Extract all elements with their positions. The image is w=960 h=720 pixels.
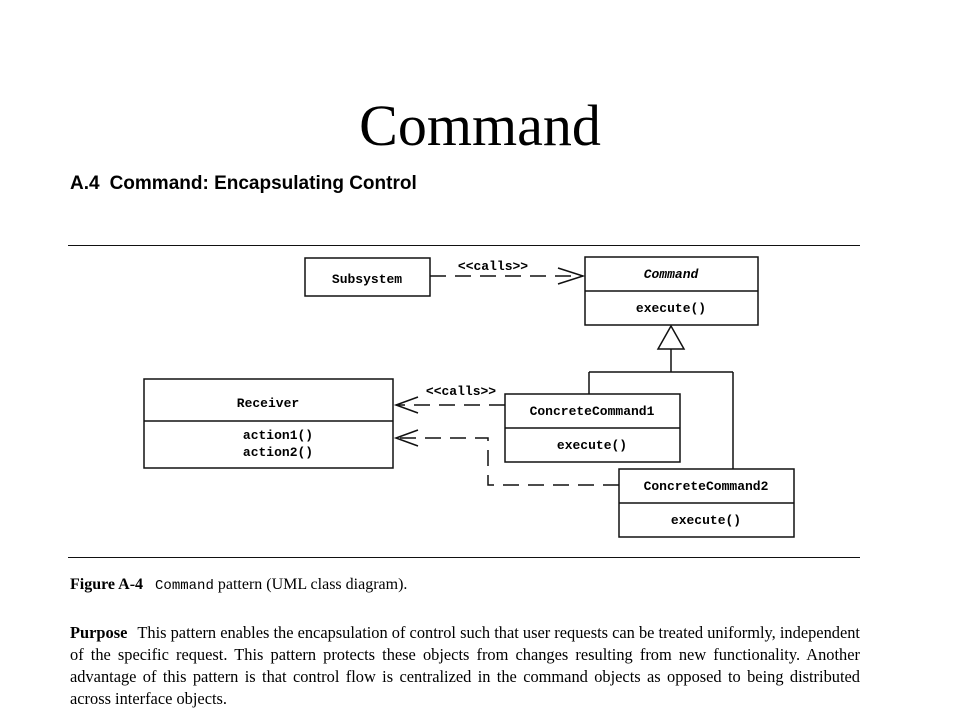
- section-title: Command: Encapsulating Control: [109, 173, 417, 194]
- figure-label: Figure A-4: [70, 576, 144, 593]
- receiver-name: Receiver: [237, 396, 299, 411]
- top-rule: [68, 245, 860, 246]
- figure-text: pattern (UML class diagram).: [213, 576, 408, 593]
- purpose-text: This pattern enables the encapsulation o…: [70, 623, 860, 708]
- calls-label-receiver: <<calls>>: [426, 384, 496, 399]
- calls-label-top: <<calls>>: [458, 259, 528, 274]
- section-heading: A.4 Command: Encapsulating Control: [70, 172, 417, 196]
- concrete2-calls-receiver-arrow: [393, 429, 619, 486]
- bottom-rule: [68, 557, 860, 558]
- subsystem-name: Subsystem: [332, 272, 402, 287]
- slide-title: Command: [359, 93, 601, 158]
- concrete-command2-method: execute(): [671, 513, 741, 528]
- receiver-method-2: action2(): [243, 445, 313, 460]
- subsystem-box: [304, 257, 431, 297]
- generalization-arrow: [588, 324, 734, 469]
- section-number: A.4: [70, 173, 100, 194]
- purpose-term: Purpose: [70, 623, 128, 642]
- figure-caption: Figure A-4 Command pattern (UML class dia…: [70, 576, 407, 594]
- concrete-command1-name: ConcreteCommand1: [530, 404, 655, 419]
- receiver-method-1: action1(): [243, 428, 313, 443]
- concrete-command2-name: ConcreteCommand2: [644, 479, 769, 494]
- subsystem-calls-command-arrow: [430, 267, 586, 285]
- concrete-command1-method: execute(): [557, 438, 627, 453]
- command-method: execute(): [636, 301, 706, 316]
- concrete1-calls-receiver-arrow: [393, 396, 505, 414]
- receiver-box: [143, 378, 394, 469]
- command-name: Command: [644, 267, 700, 282]
- figure-code: Command: [155, 578, 214, 594]
